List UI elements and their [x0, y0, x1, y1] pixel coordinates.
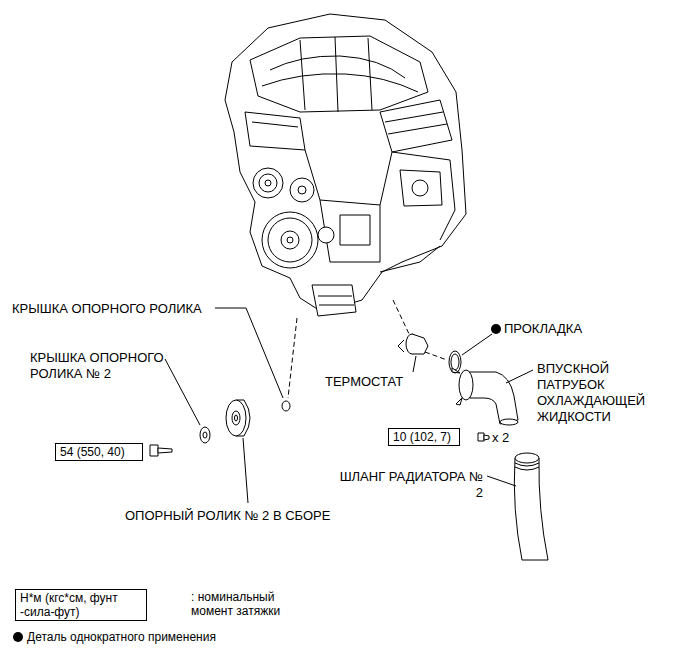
- torque-box: 10 (102, 7): [388, 428, 460, 446]
- part-name: КРЫШКА ОПОРНОГО РОЛИКА: [12, 301, 202, 317]
- part-name: КРЫШКА ОПОРНОГО РОЛИКА № 2: [30, 350, 180, 382]
- legend-text: Деталь однократного применения: [27, 630, 216, 644]
- torque-box: 54 (550, 40): [55, 443, 143, 461]
- part-name: ВПУСКНОЙ ПАТРУБОК ОХЛАЖДАЮЩЕЙ ЖИДКОСТИ: [537, 361, 659, 425]
- legend-row: Деталь однократного применения: [13, 630, 216, 644]
- part-name: ПРОКЛАДКА: [504, 321, 582, 337]
- legend-dot: [13, 632, 23, 642]
- box-text: 54 (550, 40): [60, 445, 138, 459]
- torque-legend-box: Н*м (кгс*см, фунт -сила-фут): [15, 589, 147, 621]
- part-name: ОПОРНЫЙ РОЛИК № 2 В СБОРЕ: [125, 508, 330, 524]
- quantity-note: x 2: [492, 430, 509, 446]
- box-text: Н*м (кгс*см, фунт -сила-фут): [20, 591, 142, 619]
- part-name: ШЛАНГ РАДИАТОРА № 2: [336, 469, 483, 501]
- legend-note: : номинальный момент затяжки: [191, 590, 299, 618]
- part-name: ТЕРМОСТАТ: [325, 374, 403, 390]
- box-text: 10 (102, 7): [393, 430, 455, 444]
- single-use-mark: [491, 324, 501, 334]
